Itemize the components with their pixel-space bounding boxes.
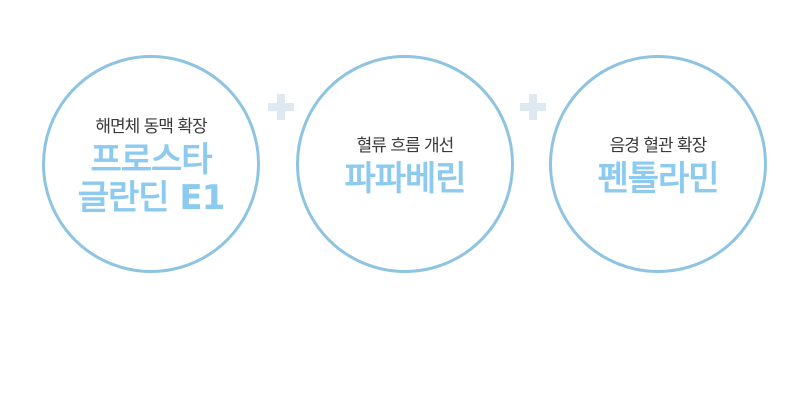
effect-label: 해면체 동맥 확장	[95, 116, 207, 137]
drug-name: 파파베린	[344, 158, 466, 199]
drug-circle-2: 혈류 흐름 개선 파파베린	[296, 55, 514, 273]
drug-circle-3: 음경 혈관 확장 펜톨라민	[549, 55, 767, 273]
effect-label: 혈류 흐름 개선	[356, 135, 455, 156]
drug-name: 펜톨라민	[597, 158, 719, 199]
drug-circle-1: 해면체 동맥 확장 프로스타 글란딘 E1	[42, 55, 260, 273]
plus-icon	[268, 94, 294, 120]
plus-icon	[520, 94, 546, 120]
effect-label: 음경 혈관 확장	[609, 135, 708, 156]
drug-name: 프로스타 글란딘 E1	[77, 139, 226, 218]
